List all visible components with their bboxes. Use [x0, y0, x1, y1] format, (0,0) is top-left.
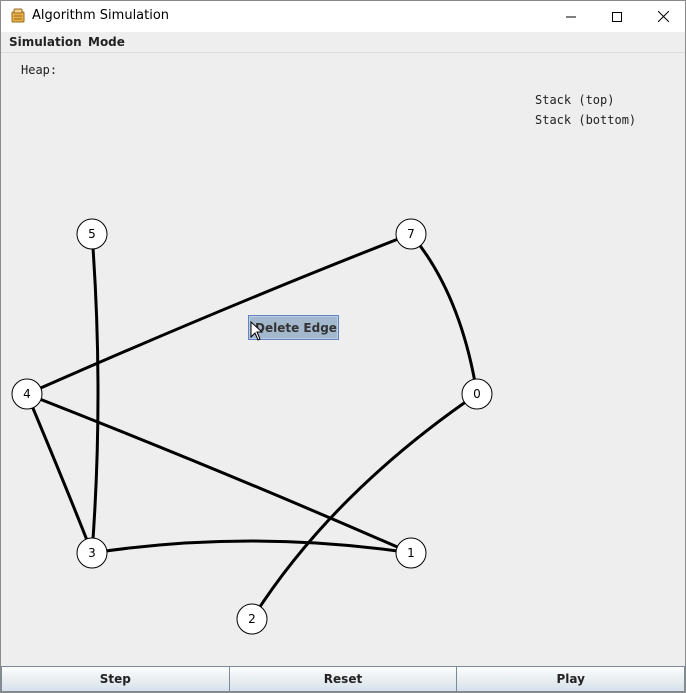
title-bar[interactable]: Algorithm Simulation: [1, 1, 685, 32]
graph-node-label: 1: [407, 546, 415, 560]
reset-button[interactable]: Reset: [229, 666, 458, 692]
menu-bar: Simulation Mode: [1, 32, 685, 53]
graph-edge-7-4[interactable]: [26, 232, 412, 396]
graph-node-label: 2: [248, 612, 256, 626]
maximize-button[interactable]: [594, 1, 640, 32]
heap-label: Heap:: [21, 63, 58, 77]
play-button[interactable]: Play: [457, 666, 686, 692]
graph-edge-4-1[interactable]: [26, 392, 412, 555]
minimize-icon: [566, 16, 576, 17]
close-button[interactable]: [640, 1, 686, 32]
graph-node-2[interactable]: 2: [236, 603, 268, 635]
menu-simulation[interactable]: Simulation: [9, 35, 82, 49]
java-app-icon: [11, 8, 25, 23]
graph-edge-7-0[interactable]: [409, 233, 479, 395]
graph-node-7[interactable]: 7: [395, 218, 427, 250]
simulation-canvas[interactable]: Heap: Stack (top) Stack (bottom) 5 7 4 0 3 1 2…: [1, 54, 685, 666]
step-button[interactable]: Step: [1, 666, 230, 692]
window-title: Algorithm Simulation: [32, 8, 170, 23]
mouse-cursor-icon: [250, 321, 264, 341]
graph-node-label: 4: [23, 387, 31, 401]
minimize-button[interactable]: [548, 1, 594, 32]
graph-node-0[interactable]: 0: [461, 378, 493, 410]
graph-edge-5-3[interactable]: [90, 233, 100, 554]
graph-node-4[interactable]: 4: [11, 378, 43, 410]
delete-edge-menu-item[interactable]: Delete Edge: [250, 317, 337, 338]
graph-node-label: 0: [473, 387, 481, 401]
control-bar: Step Reset Play: [1, 666, 686, 692]
maximize-icon: [612, 11, 622, 22]
stack-top-label: Stack (top): [535, 93, 615, 107]
graph-node-label: 7: [407, 227, 415, 241]
close-icon: [657, 11, 669, 22]
graph-edge-3-1[interactable]: [91, 539, 412, 555]
stack-bottom-label: Stack (bottom): [535, 113, 637, 127]
menu-mode[interactable]: Mode: [88, 35, 125, 49]
graph-node-5[interactable]: 5: [76, 218, 108, 250]
graph-node-label: 5: [88, 227, 96, 241]
graph-edge-0-2[interactable]: [250, 392, 478, 620]
context-menu: Delete Edge: [248, 315, 339, 340]
graph-node-1[interactable]: 1: [395, 537, 427, 569]
graph-edge-4-3[interactable]: [25, 393, 94, 554]
graph-node-label: 3: [88, 546, 96, 560]
graph-svg: 5 7 4 0 3 1 2: [11, 218, 493, 635]
graph-node-3[interactable]: 3: [76, 537, 108, 569]
